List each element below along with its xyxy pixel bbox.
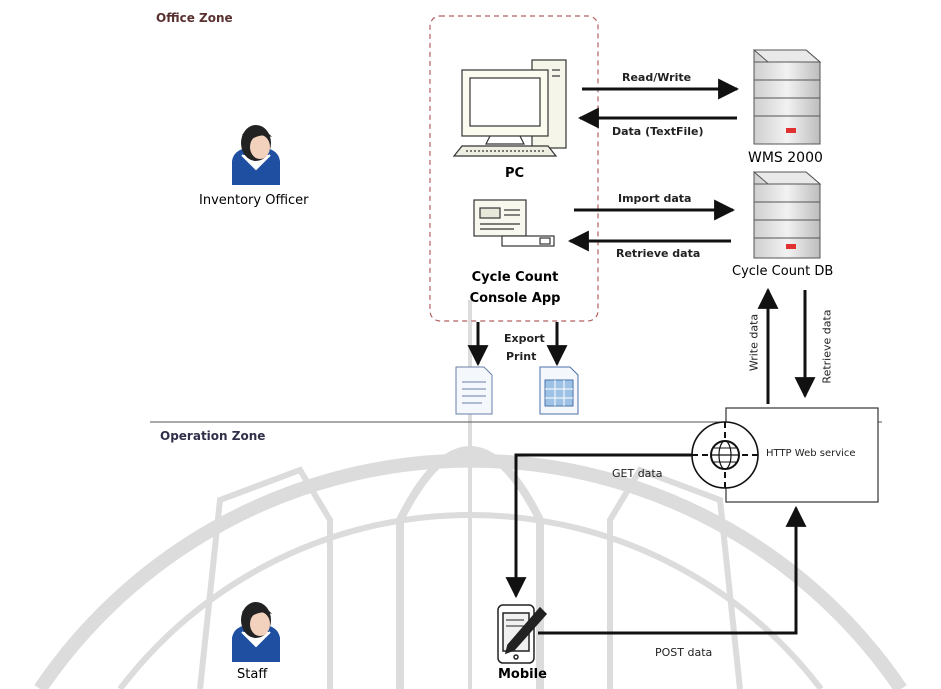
document-icon <box>455 366 493 415</box>
data-textfile-label: Data (TextFile) <box>612 125 704 138</box>
cycle-count-db-label: Cycle Count DB <box>732 264 834 279</box>
retrieve-data-vertical-label: Retrieve data <box>820 309 834 384</box>
write-data-label: Write data <box>747 313 761 372</box>
get-data-arrow <box>505 453 692 599</box>
wms-label: WMS 2000 <box>748 150 823 166</box>
post-data-arrow <box>538 505 807 635</box>
mobile-device-icon <box>497 604 548 664</box>
pc-container <box>429 15 599 322</box>
spreadsheet-icon <box>539 366 579 415</box>
inventory-officer-label: Inventory Officer <box>199 193 309 208</box>
operation-zone-label: Operation Zone <box>160 429 266 443</box>
server-icon <box>752 49 822 145</box>
post-data-label: POST data <box>655 646 713 659</box>
web-service-label: HTTP Web service <box>766 448 856 459</box>
console-app-label-line2: Console App <box>469 291 561 306</box>
mobile-label: Mobile <box>498 667 547 682</box>
console-window-icon <box>473 199 555 247</box>
get-data-label: GET data <box>612 467 663 480</box>
server-icon <box>752 171 822 259</box>
desktop-computer-icon <box>452 59 567 157</box>
office-zone-label: Office Zone <box>156 11 233 25</box>
staff-label: Staff <box>237 667 268 682</box>
retrieve-data-label: Retrieve data <box>616 247 701 260</box>
person-icon <box>232 602 280 662</box>
person-icon <box>232 125 280 185</box>
console-app-label-line1: Cycle Count <box>471 270 559 285</box>
print-label: Print <box>506 350 537 363</box>
pc-label: PC <box>505 166 525 181</box>
export-label: Export <box>504 332 545 345</box>
globe-icon <box>691 421 759 489</box>
read-write-label: Read/Write <box>622 71 692 84</box>
import-data-label: Import data <box>618 192 692 205</box>
